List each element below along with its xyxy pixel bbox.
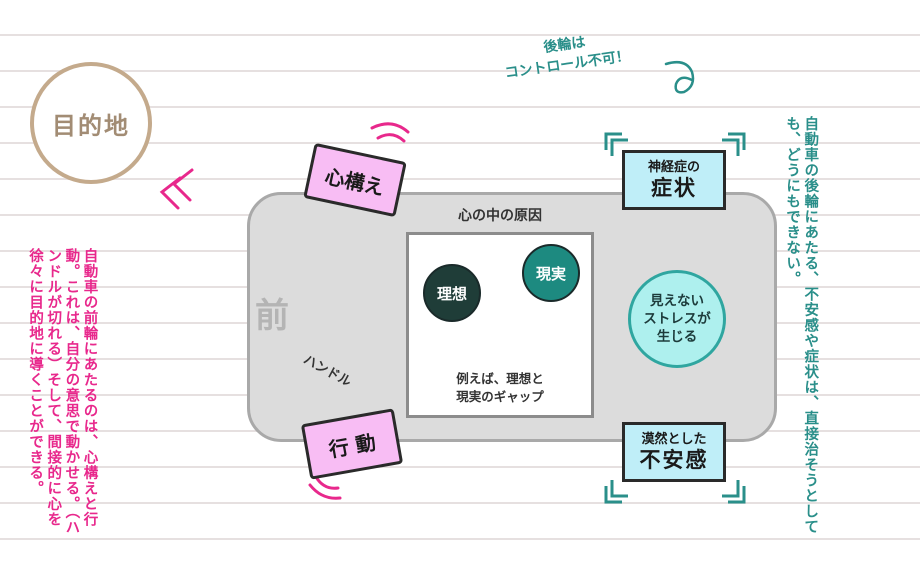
goal-circle: 目的地 — [30, 62, 152, 184]
stress-line-1: 見えない — [650, 292, 704, 309]
symptom-bottom-line-2: 不安感 — [639, 447, 709, 472]
reality-ball: 現実 — [522, 244, 580, 302]
front-label: 前 — [255, 296, 289, 336]
caption-line-1: 例えば、理想と — [456, 371, 544, 386]
rear-wheel-explanation: 自動車の後輪にあたる、不安感や症状は、直接治そうとしても、どうにもできない。 — [784, 116, 819, 535]
cause-caption: 例えば、理想と 現実のギャップ — [406, 370, 594, 406]
goal-direction-arrows — [159, 168, 194, 210]
stress-line-2: ストレスが — [643, 310, 711, 327]
symptom-top-line-2: 症状 — [651, 175, 697, 200]
symptom-brackets — [604, 132, 746, 504]
stress-line-3: 生じる — [656, 329, 698, 346]
symptom-top-line-1: 神経症の — [647, 160, 700, 176]
caption-line-2: 現実のギャップ — [456, 389, 544, 405]
symptom-neurosis-box: 神経症の 症状 — [622, 150, 726, 210]
front-wheel-note: 自動車の前輪にあたるのは、心構えと行動。これは、自分の意思で動かせる。（ハンドル… — [27, 248, 98, 536]
squiggle-icon — [664, 61, 695, 94]
symptom-anxiety-box: 漠然とした 不安感 — [622, 422, 726, 482]
ideal-ball: 理想 — [423, 264, 481, 322]
stress-circle: 見えない ストレスが 生じる — [628, 270, 726, 368]
symptom-bottom-line-1: 漠然とした — [641, 432, 707, 448]
cause-title: 心の中の原因 — [458, 208, 542, 224]
